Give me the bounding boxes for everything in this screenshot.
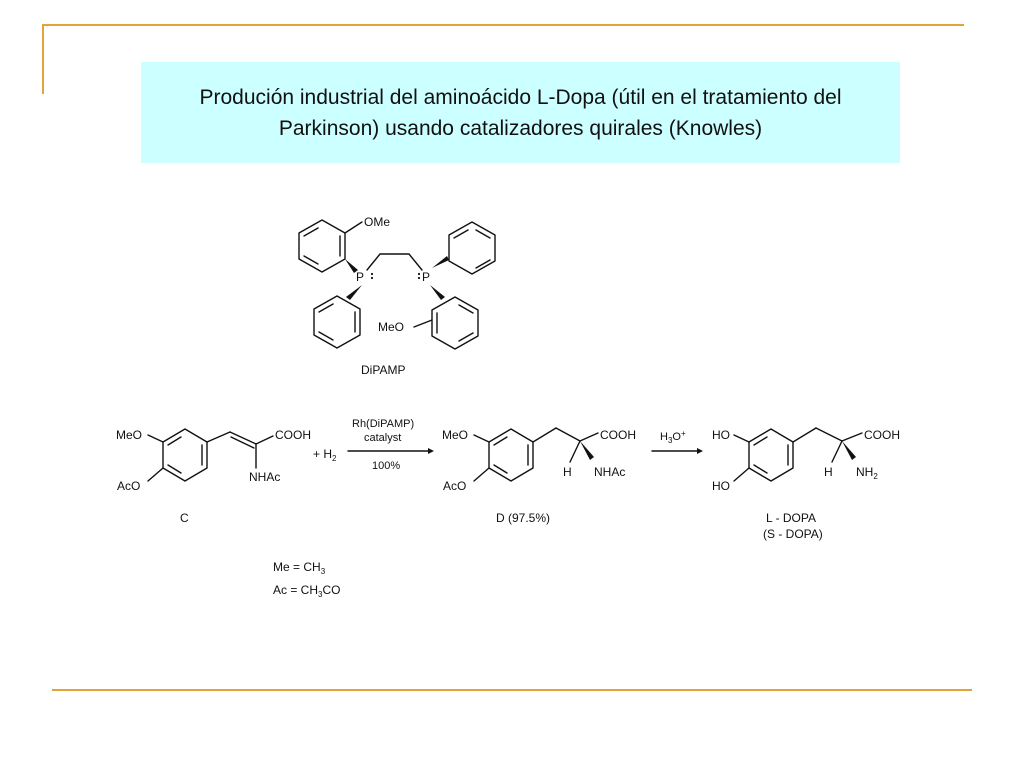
d-cooh-label: COOH	[600, 428, 636, 442]
d-h-label: H	[563, 465, 572, 479]
benzene-ring	[162, 428, 208, 482]
dipamp-p-left: P	[356, 270, 364, 284]
benzene-ring	[298, 219, 346, 273]
benzene-ring	[488, 428, 534, 482]
left-accent-line	[42, 24, 44, 94]
abbreviation-legend: Me = CH3 Ac = CH3CO	[273, 560, 340, 599]
d-nhac-label: NHAc	[594, 465, 625, 479]
benzene-ring	[431, 296, 479, 350]
legend-ac: Ac = CH3CO	[273, 583, 340, 599]
arrow-hydrolysis: H3O+	[651, 429, 703, 454]
d-aco-label: AcO	[443, 479, 466, 493]
l-dopa-structure: HO HO COOH H NH2 L - DOPA (S - DOPA)	[712, 427, 900, 541]
compound-c-structure: MeO AcO COOH NHAc C	[116, 428, 311, 525]
dipamp-meo-bottom: MeO	[378, 320, 404, 334]
benzene-ring	[748, 428, 794, 482]
slide-title-box: Produción industrial del aminoácido L-Do…	[141, 62, 900, 163]
arrow2-reagent: H3O+	[660, 429, 686, 445]
d-compound-label: D (97.5%)	[496, 511, 550, 525]
compound-d-structure: MeO AcO COOH H NHAc D (97.5%)	[442, 427, 636, 525]
c-nhac-label: NHAc	[249, 470, 280, 484]
dipamp-structure: OMe P P MeO DiPAMP	[298, 215, 496, 377]
benzene-ring	[313, 295, 361, 349]
bottom-accent-line	[52, 689, 972, 691]
dipamp-name: DiPAMP	[361, 363, 405, 377]
slide-title: Produción industrial del aminoácido L-Do…	[199, 85, 842, 140]
top-accent-line	[42, 24, 964, 26]
dipamp-ome-top: OMe	[364, 215, 390, 229]
dopa-label-line2: (S - DOPA)	[763, 527, 823, 541]
arrow1-yield: 100%	[372, 460, 400, 472]
arrow1-catalyst-name: Rh(DiPAMP)	[352, 418, 414, 430]
c-cooh-label: COOH	[275, 428, 311, 442]
d-meo-label: MeO	[442, 428, 468, 442]
dopa-nh2-label: NH2	[856, 465, 878, 481]
dipamp-p-right: P	[422, 270, 430, 284]
c-compound-label: C	[180, 511, 189, 525]
arrow1-catalyst-word: catalyst	[364, 432, 401, 444]
dopa-ho-top-label: HO	[712, 428, 730, 442]
benzene-ring	[448, 221, 496, 275]
arrow-catalyst: Rh(DiPAMP) catalyst 100%	[347, 418, 434, 472]
dopa-h-label: H	[824, 465, 833, 479]
plus-h2: + H2	[313, 447, 337, 463]
c-aco-label: AcO	[117, 479, 140, 493]
dopa-ho-bottom-label: HO	[712, 479, 730, 493]
c-meo-label: MeO	[116, 428, 142, 442]
legend-me: Me = CH3	[273, 560, 326, 576]
dopa-cooh-label: COOH	[864, 428, 900, 442]
dopa-label-line1: L - DOPA	[766, 511, 816, 525]
